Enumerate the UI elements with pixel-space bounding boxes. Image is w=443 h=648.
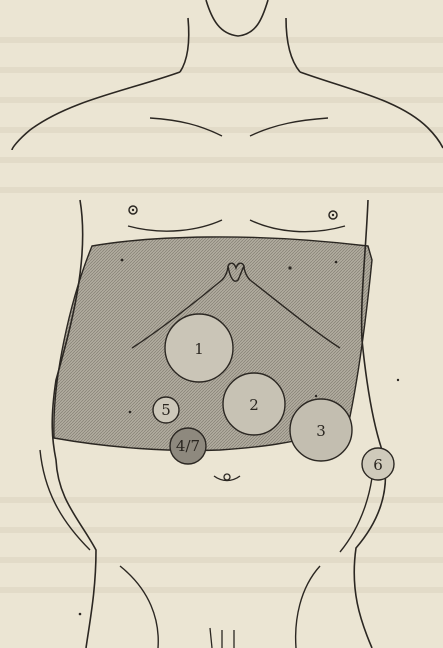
marker-1-label: 1 [194, 340, 204, 358]
neck-left-line [180, 18, 189, 72]
navel-icon [214, 474, 240, 481]
marker-2-label: 2 [249, 396, 259, 414]
groin-right-line [296, 566, 320, 648]
nipple-right-icon [329, 211, 337, 219]
marker-3: 3 [290, 399, 352, 461]
marker-2: 2 [223, 373, 285, 435]
marker-4-7: 4/7 [170, 428, 206, 464]
neck-right-line [286, 18, 300, 72]
pubic-line-1 [210, 628, 212, 648]
marker-4-7-label: 4/7 [176, 437, 200, 455]
marker-6: 6 [362, 448, 394, 480]
chest-left-line [128, 220, 222, 231]
marker-5-label: 5 [161, 401, 171, 419]
groin-left-line [120, 566, 158, 648]
chest-right-line [250, 220, 345, 232]
marker-1: 1 [165, 314, 233, 382]
marker-6-label: 6 [373, 456, 383, 474]
neck-outline [206, 0, 268, 36]
left-shoulder-outline [12, 72, 180, 150]
marker-5: 5 [153, 397, 179, 423]
marker-3-label: 3 [316, 422, 326, 440]
nipple-left-icon [129, 206, 137, 214]
right-shoulder-outline [300, 72, 443, 148]
